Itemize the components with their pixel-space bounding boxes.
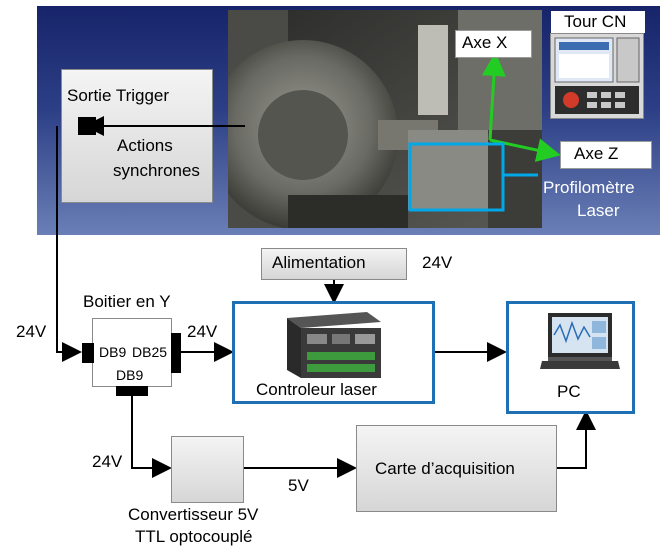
boitier-out-voltage: 24V	[187, 322, 218, 341]
profilometre-label-1: Profilomètre	[543, 178, 635, 197]
boitier-db9-left-connector	[82, 343, 94, 363]
axe-x-arrow	[481, 52, 506, 141]
alimentation-label: Alimentation	[272, 253, 366, 272]
axe-x-label: Axe X	[462, 33, 508, 52]
boitier-db9-bottom-connector	[116, 386, 148, 396]
boitier-db25-connector	[171, 333, 181, 373]
carte-label: Carte d’acquisition	[375, 459, 515, 478]
convertisseur-out-voltage: 5V	[288, 476, 309, 495]
boitier-to-convertisseur-line	[131, 395, 172, 478]
alimentation-voltage: 24V	[422, 253, 453, 272]
controleur-drawing	[287, 312, 381, 378]
profilometre-label-2: Laser	[577, 201, 620, 220]
pc-laptop-image	[540, 311, 620, 373]
axe-z-label-box	[560, 141, 652, 169]
laptop-drawing	[540, 313, 620, 369]
boitier-db9-left-label: DB9	[99, 344, 127, 360]
boitier-db9-bottom-label: DB9	[116, 367, 144, 383]
axe-x-label-box	[455, 30, 532, 58]
trigger-connector	[78, 117, 96, 135]
sortie-trigger-label: Sortie Trigger	[67, 86, 170, 105]
trigger-box	[61, 69, 213, 203]
pc-label: PC	[557, 382, 581, 401]
boitier-db25-label: DB25	[132, 344, 168, 360]
tour-cn-title-box	[551, 11, 645, 33]
convertisseur-box	[171, 436, 244, 503]
alimentation-box	[261, 248, 407, 280]
convertisseur-label-1: Convertisseur 5V	[128, 505, 259, 524]
trigger-to-boitier-line	[56, 126, 82, 362]
convertisseur-label-2: TTL optocouplé	[135, 527, 253, 546]
tour-cn-title: Tour CN	[564, 12, 627, 31]
boitier-down-voltage: 24V	[92, 452, 123, 471]
actions-synchrones-label-1: Actions	[117, 136, 173, 155]
cn-panel-drawing	[554, 37, 640, 114]
controleur-label: Controleur laser	[256, 380, 377, 399]
tour-cn-controller-image	[550, 33, 644, 119]
actions-synchrones-label-2: synchrones	[113, 161, 200, 180]
profilometre-frame	[408, 142, 505, 212]
axe-z-arrow	[489, 138, 561, 162]
boitier-in-voltage: 24V	[16, 322, 47, 341]
boitier-title: Boitier en Y	[83, 292, 171, 311]
carte-box	[356, 425, 557, 512]
controleur-image	[277, 308, 387, 380]
carte-to-pc-line	[557, 410, 596, 469]
axe-z-label: Axe Z	[574, 144, 619, 163]
